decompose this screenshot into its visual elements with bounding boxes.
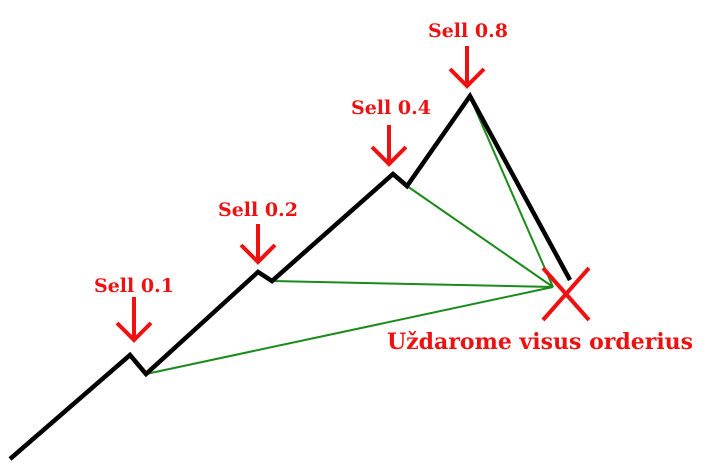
sell-label-4: Sell 0.8 (428, 20, 508, 42)
connector-lines (145, 96, 554, 375)
price-path-line (8, 91, 572, 461)
sell-label-1: Sell 0.1 (94, 275, 174, 297)
sell-arrow-icon-2 (239, 224, 277, 265)
x-cross-icon (541, 266, 591, 322)
close-all-label: Uždarome visus orderius (387, 329, 693, 355)
sell-arrow-icon-4 (448, 46, 486, 89)
connector-line-sell-2 (271, 280, 554, 288)
sell-label-2: Sell 0.2 (218, 199, 298, 221)
connector-line-sell-1 (145, 286, 554, 375)
sell-label-3: Sell 0.4 (351, 97, 431, 119)
connector-line-sell-3 (406, 185, 554, 288)
sell-arrow-icon-3 (370, 125, 408, 167)
sell-arrow-icon-1 (115, 297, 153, 343)
connector-line-sell-4 (469, 96, 554, 288)
